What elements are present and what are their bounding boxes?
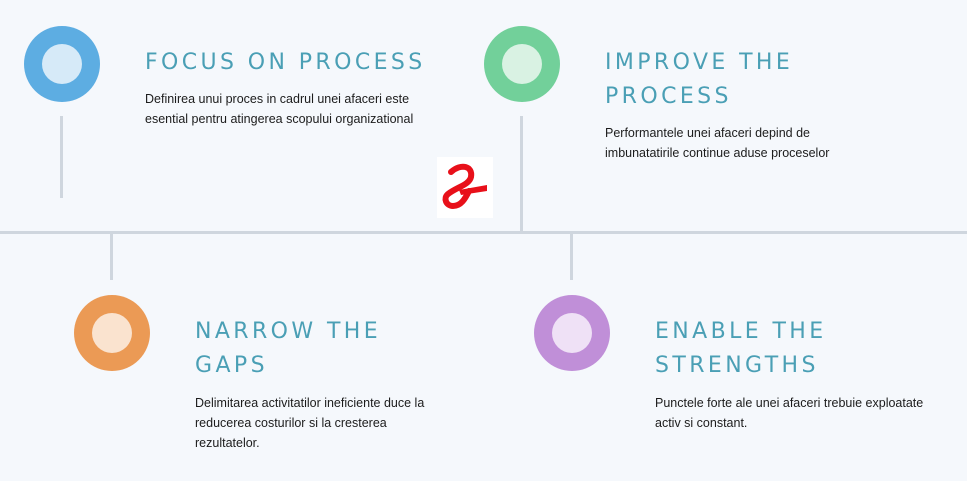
red-ribbon-logo	[437, 157, 493, 218]
step-title-enable: ENABLE THE STRENGTHS	[655, 319, 827, 378]
connector-line-improve	[520, 116, 523, 232]
connector-line-enable	[570, 234, 573, 280]
timeline-horizontal-line	[0, 231, 967, 234]
step-marker-focus	[24, 26, 100, 102]
connector-line-focus	[60, 116, 63, 198]
step-description-narrow: Delimitarea activitatilor ineficiente du…	[195, 396, 425, 450]
step-marker-improve	[484, 26, 560, 102]
step-description-enable: Punctele forte ale unei afaceri trebuie …	[655, 396, 924, 430]
step-title-narrow: NARROW THE GAPS	[195, 319, 382, 378]
step-marker-inner	[92, 313, 132, 353]
step-title-improve: IMPROVE THE PROCESS	[605, 50, 794, 109]
step-title-focus: FOCUS ON PROCESS	[145, 50, 426, 75]
step-marker-narrow	[74, 295, 150, 371]
step-marker-inner	[502, 44, 542, 84]
step-description-focus: Definirea unui proces in cadrul unei afa…	[145, 92, 414, 126]
step-marker-inner	[552, 313, 592, 353]
step-description-improve: Performantele unei afaceri depind de imb…	[605, 126, 830, 160]
step-marker-inner	[42, 44, 82, 84]
ribbon-logo-icon	[442, 163, 487, 210]
step-marker-enable	[534, 295, 610, 371]
connector-line-narrow	[110, 234, 113, 280]
